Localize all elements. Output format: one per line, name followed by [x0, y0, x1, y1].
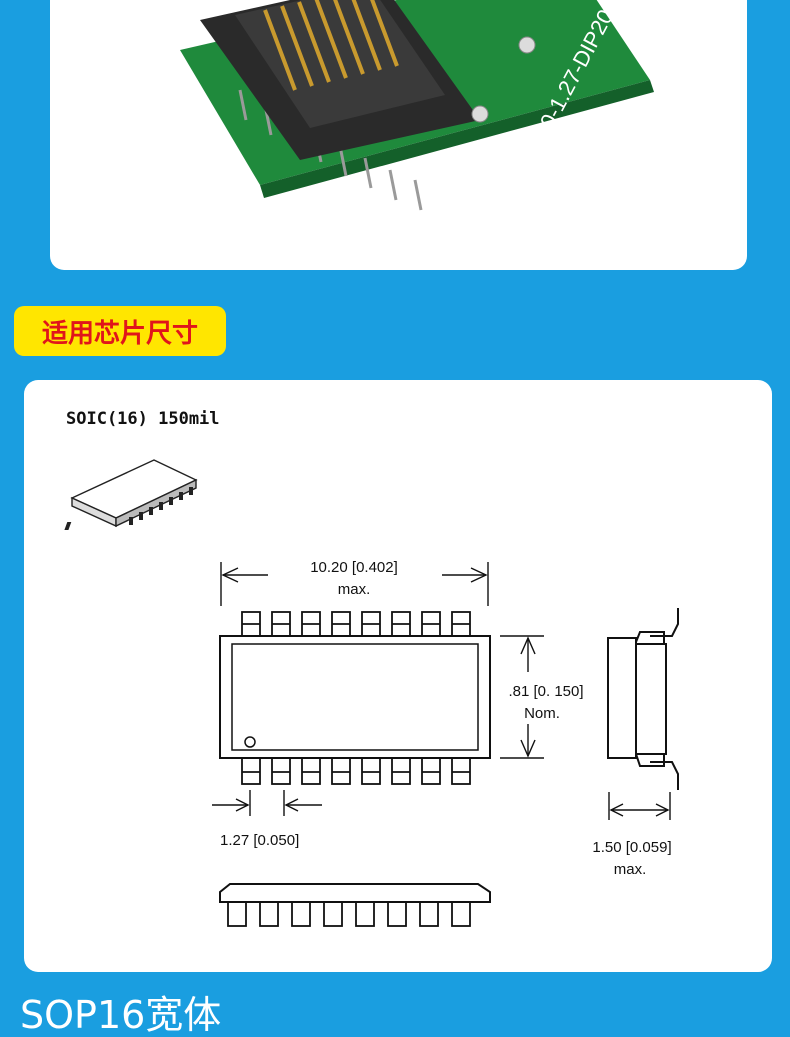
width-dimension — [220, 562, 489, 606]
gold-contacts — [263, 0, 399, 91]
pitch-dim-value: 1.27 [0.050] — [220, 832, 299, 849]
side-view — [607, 608, 679, 790]
section-title: 适用芯片尺寸 — [41, 318, 198, 349]
width-dim-note: max. — [338, 581, 371, 598]
bottom-title: SOP16宽体 — [20, 993, 222, 1037]
pitch-dimension — [212, 790, 322, 816]
spec-drawing-panel: SOIC(16) 150mil — [24, 380, 772, 972]
thickness-dim-value: 1.50 [0.059] — [592, 839, 671, 856]
package-drawing: SOIC(16) 150mil — [64, 409, 679, 927]
top-view — [219, 611, 491, 785]
socket-adapter-photo: SOP20-1.27-DIP20 — [180, 0, 654, 211]
height-dim-note: Nom. — [524, 705, 560, 722]
thickness-dimension — [608, 792, 671, 820]
product-photo-panel: SOP20-1.27-DIP20 — [50, 0, 747, 270]
width-dim-value: 10.20 [0.402] — [310, 559, 398, 576]
height-dimension — [500, 635, 544, 759]
section-title-badge: 适用芯片尺寸 — [14, 306, 226, 356]
front-view — [219, 883, 491, 927]
package-name: SOIC(16) 150mil — [66, 409, 220, 429]
thickness-dim-note: max. — [614, 861, 647, 878]
height-dim-value: .81 [0. 150] — [508, 683, 583, 700]
chip-3d-icon — [64, 459, 198, 530]
